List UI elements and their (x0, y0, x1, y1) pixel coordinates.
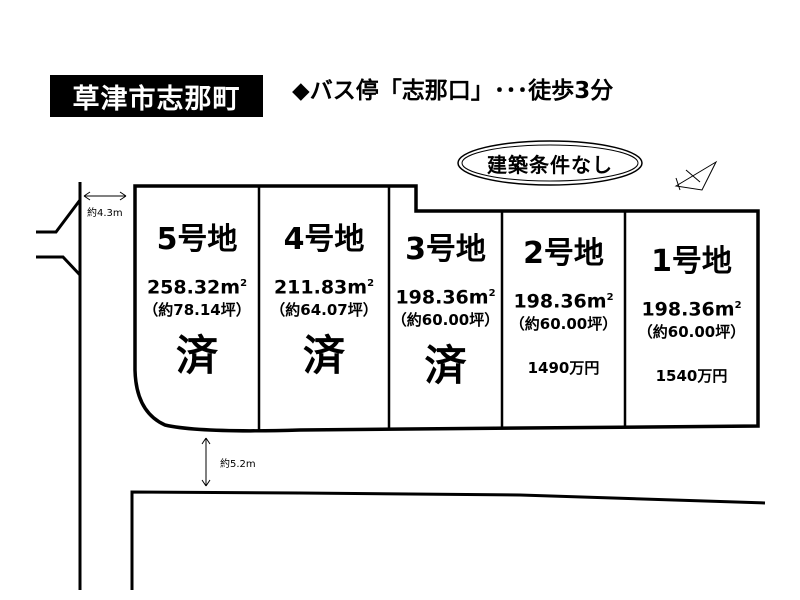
road-width-left-label: 約4.3m (87, 208, 123, 219)
lot-tsubo: （約78.14坪） (143, 301, 251, 320)
road-width-arrow-left (83, 191, 127, 201)
lot-tsubo: （約64.07坪） (270, 301, 378, 320)
lot-number: 2号地 (523, 236, 604, 271)
lot-4[interactable]: 4号地 211.83m2 （約64.07坪） 済 (261, 222, 387, 381)
side-road-branch-top (36, 199, 82, 234)
lot-sold-mark: 済 (424, 341, 467, 391)
lot-number: 1号地 (651, 244, 732, 279)
lot-number: 4号地 (283, 222, 365, 257)
lot-area: 198.36m2 (513, 290, 614, 313)
front-road-far-edge (130, 490, 766, 590)
road-width-front-label: 約5.2m (220, 459, 256, 470)
lot-sold-mark: 済 (302, 331, 345, 381)
condition-ellipse-inner (461, 144, 639, 182)
lot-1[interactable]: 1号地 198.36m2 （約60.00坪） 1540万円 (626, 244, 757, 387)
lot-price: 1540万円 (655, 367, 728, 386)
lot-tsubo: （約60.00坪） (637, 323, 746, 342)
condition-ellipse-outer (457, 140, 643, 186)
lot-sold-mark: 済 (175, 331, 218, 381)
road-width-arrow-front (201, 437, 211, 487)
bus-stop-info: ◆バス停「志那口」･･･徒歩3分 (292, 78, 614, 104)
lot-area: 258.32m2 (146, 276, 248, 299)
building-condition-label: 建築条件なし (487, 152, 613, 177)
lot-price: 1490万円 (527, 359, 600, 378)
lot-area: 211.83m2 (273, 276, 375, 299)
lot-3[interactable]: 3号地 198.36m2 （約60.00坪） 済 (390, 232, 501, 391)
lot-tsubo: （約60.00坪） (391, 311, 500, 330)
lot-area: 198.36m2 (395, 286, 496, 309)
lot-2[interactable]: 2号地 198.36m2 （約60.00坪） 1490万円 (503, 236, 624, 379)
lot-area: 198.36m2 (641, 298, 742, 321)
lot-number: 5号地 (156, 222, 238, 257)
subdivision-outline (133, 184, 760, 433)
lot-number: 3号地 (405, 232, 486, 267)
lot-tsubo: （約60.00坪） (509, 315, 618, 334)
side-road-branch-bottom (36, 255, 82, 277)
town-name-badge: 草津市志那町 (50, 75, 263, 117)
north-arrow-icon (674, 160, 718, 191)
lot-5[interactable]: 5号地 258.32m2 （約78.14坪） 済 (138, 222, 256, 381)
